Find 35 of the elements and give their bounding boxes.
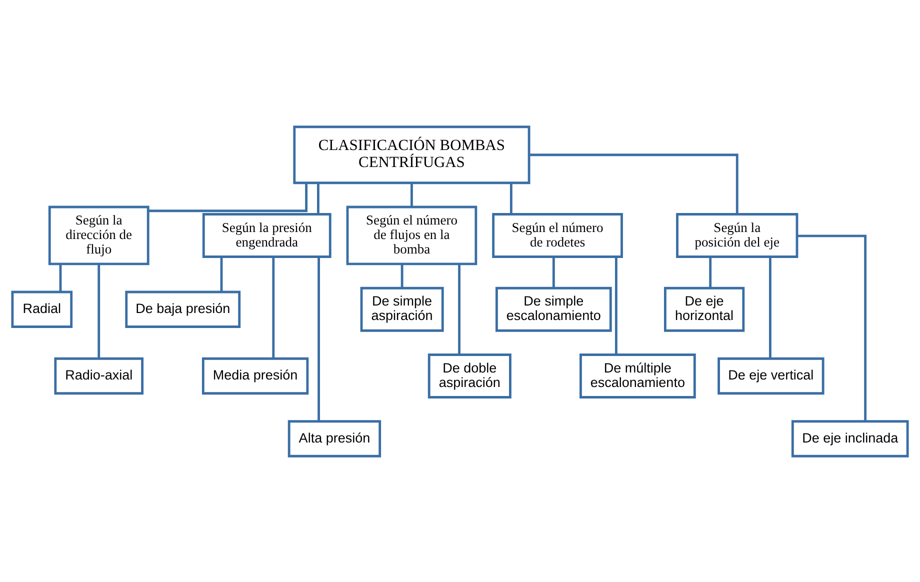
node-box: De eje inclinada	[791, 420, 909, 457]
node-box: De baja presión	[125, 290, 241, 328]
connector	[797, 234, 867, 421]
connector	[317, 182, 320, 214]
node-box: Radial	[11, 290, 73, 328]
node-box: Según el número de rodetes	[492, 212, 623, 258]
connector	[614, 256, 618, 354]
node-box: De simple aspiración	[360, 286, 444, 332]
connector	[318, 256, 320, 421]
connector	[769, 256, 772, 358]
connector	[272, 256, 275, 358]
connector	[410, 182, 413, 206]
connector	[220, 256, 223, 292]
node-box: De eje horizontal	[664, 286, 745, 332]
connector	[59, 264, 62, 292]
connector	[148, 182, 308, 212]
connector	[552, 256, 555, 288]
node-box: Alta presión	[288, 420, 382, 457]
node-box: Según la posición del eje	[676, 212, 798, 258]
node-box: Media presión	[202, 356, 309, 394]
connector	[510, 182, 512, 214]
connector	[529, 153, 738, 214]
node-box: De múltiple escalonamiento	[580, 353, 696, 398]
node-box: De doble aspiración	[428, 353, 512, 398]
connector	[400, 264, 404, 288]
node-box: Radio-axial	[54, 356, 144, 394]
connector	[709, 256, 712, 288]
node-box: Según la dirección de flujo	[48, 205, 150, 265]
connector	[98, 264, 100, 358]
node-box: Según el número de flujos en la bomba	[346, 205, 478, 265]
node-box: De simple escalonamiento	[495, 286, 612, 332]
node-box: De eje vertical	[718, 356, 824, 394]
node-box: Según la presión engendrada	[202, 212, 332, 258]
connector	[458, 264, 460, 354]
node-box: CLASIFICACIÓN BOMBAS CENTRÍFUGAS	[293, 125, 530, 184]
